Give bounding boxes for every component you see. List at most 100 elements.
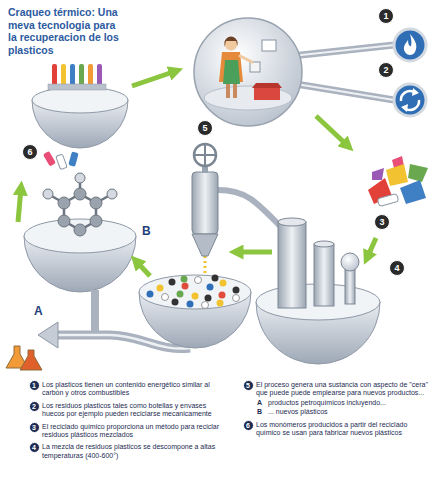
reactor-tower	[314, 244, 334, 306]
wax-bead	[202, 302, 209, 309]
callout-number: 3	[374, 214, 390, 230]
wax-bead	[217, 300, 224, 307]
plastic-waste	[400, 180, 426, 204]
flow-arrow	[18, 188, 21, 222]
scene-sphere	[194, 18, 302, 126]
legend-text: Los residuos plasticos tales como botell…	[42, 402, 228, 419]
woman-head	[225, 38, 238, 51]
atom	[74, 224, 86, 236]
callout-circle-fill	[23, 145, 38, 160]
bowl-rim	[24, 219, 136, 253]
legend-text: El reciclado químico proporciona un méto…	[42, 423, 228, 440]
pipe	[218, 190, 282, 228]
legend-text: El proceso genera una sustancia con aspe…	[256, 381, 432, 398]
bottle	[68, 151, 78, 166]
callout-text: 6	[246, 422, 250, 429]
callout-circle-fill	[390, 261, 405, 276]
recycle-icon	[394, 84, 426, 116]
atom	[74, 188, 86, 200]
plastic-waste	[377, 194, 398, 207]
bowl-rim	[32, 87, 128, 113]
tube-rack	[48, 84, 106, 90]
atom	[75, 173, 85, 183]
callout-circle-fill	[243, 381, 253, 391]
woman-hair	[225, 37, 238, 47]
callout-circle-fill	[379, 63, 394, 78]
atom	[58, 197, 70, 209]
callout-circle-fill	[29, 401, 39, 411]
callout-number: 5	[197, 120, 213, 136]
flow-arrow	[316, 116, 348, 146]
molecule-bond	[48, 178, 112, 230]
reactor-pipe	[345, 268, 355, 304]
legend-text: productos petroquímicos incluyendo...	[268, 399, 432, 407]
callout-text: 5	[202, 124, 207, 133]
legend-number: 1	[29, 380, 40, 391]
flame-symbol	[404, 34, 416, 55]
bottle	[43, 151, 56, 167]
pipe-highlight	[296, 84, 394, 100]
wax-bead	[181, 276, 188, 283]
flask	[20, 350, 42, 370]
flow-arrow	[236, 250, 272, 255]
atom	[107, 189, 117, 199]
callout-circle-fill	[243, 420, 253, 430]
title: Craqueo térmico: Una meva tecnologia par…	[8, 6, 120, 56]
flow-arrow	[136, 261, 150, 276]
woman-apron	[223, 60, 240, 84]
wax-bead	[233, 287, 240, 294]
energy-icon	[394, 29, 426, 61]
callout-text: 2	[32, 403, 36, 410]
legend-number: 6	[243, 420, 254, 431]
callout-text: 5	[246, 382, 250, 389]
callout-number: 1	[378, 8, 394, 24]
callout-circle-fill	[375, 215, 390, 230]
bowl-rim	[139, 275, 251, 309]
legend-number: 3	[29, 422, 40, 433]
reactor-sphere	[341, 253, 359, 271]
wax-bead	[212, 275, 219, 282]
recycle-symbol	[412, 88, 419, 96]
bottle	[56, 154, 67, 170]
pipe	[296, 84, 394, 100]
wax-bead	[177, 291, 184, 298]
bin	[254, 88, 280, 100]
legend-letter: A	[257, 399, 267, 407]
atom	[58, 215, 70, 227]
atom	[90, 215, 102, 227]
bin-lid	[252, 83, 282, 88]
callout-number: 2	[378, 62, 394, 78]
wax-stream	[204, 256, 207, 276]
wax-bead	[169, 279, 176, 286]
callout-text: 6	[27, 148, 32, 157]
wax-bead	[220, 280, 227, 287]
callout-number: 4	[389, 260, 405, 276]
flow-arrow	[132, 71, 176, 86]
callout-circle-fill	[29, 381, 39, 391]
legend-letter: B	[257, 408, 267, 416]
wax-bead	[219, 292, 226, 299]
recycle-symbol	[401, 104, 408, 112]
wax-bead	[147, 291, 154, 298]
callout-circle-fill	[379, 9, 394, 24]
pipe-highlight	[292, 45, 394, 56]
reactor-top	[314, 241, 334, 247]
legend-number: 2	[29, 401, 40, 412]
wax-bead	[195, 277, 202, 284]
pipe	[292, 45, 394, 56]
legend-text: ... nuevos plásticos	[268, 408, 432, 416]
legend-text: Los plasticos tienen un contenido energé…	[42, 381, 228, 398]
callout-text: 2	[383, 66, 388, 75]
valve-spokes	[194, 144, 216, 166]
output-arrow	[38, 322, 58, 348]
woman-arm	[240, 56, 252, 62]
wax-bead	[192, 293, 199, 300]
column	[192, 172, 218, 234]
callout-text: 1	[383, 12, 388, 21]
wax-bead	[233, 295, 240, 302]
plastic-waste	[386, 164, 408, 186]
column-cone	[192, 234, 218, 256]
wax-bead	[172, 299, 179, 306]
flow-arrow	[367, 238, 376, 258]
wax-bead	[157, 285, 164, 292]
